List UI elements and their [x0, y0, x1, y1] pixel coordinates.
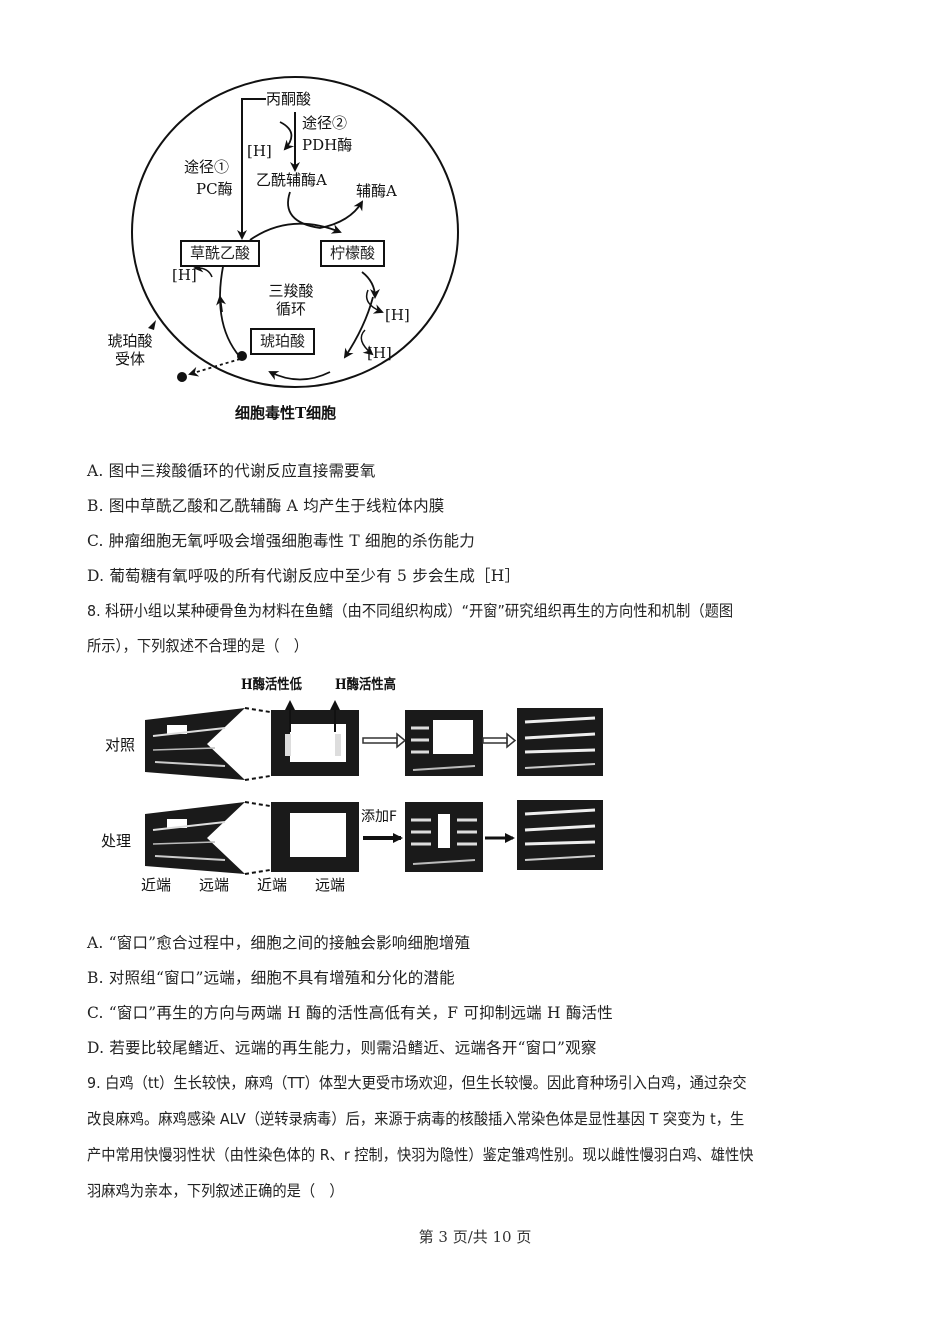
q8-option-d: D. 若要比较尾鳍近、远端的再生能力，则需沿鳍近、远端各开“窗口”观察: [87, 1039, 597, 1057]
q9-stem-line3: 产中常用快慢羽性状（由性染色体的 R、r 控制，快羽为隐性）鉴定雏鸡性别。现以雌…: [87, 1146, 754, 1164]
pyruvate-label: 丙酮酸: [266, 90, 312, 108]
h-enzyme-high-label: H酶活性高: [335, 677, 396, 693]
tca-line2: 循环: [275, 300, 306, 318]
tca-cycle-label: 三羧酸 循环: [263, 284, 319, 317]
pdh-enzyme-label: PDH酶: [302, 136, 353, 154]
q8-stem-line2: 所示），下列叙述不合理的是（ ）: [87, 637, 309, 655]
h-label-top: [H]: [247, 142, 272, 160]
fin-window-figure: H酶活性低 H酶活性高 对照 处理 添加F 近端 远端 近端 远端: [95, 672, 625, 902]
tca-line1: 三羧酸: [268, 282, 314, 300]
tca-cycle-diagram: [131, 76, 459, 388]
q8-stem-line1: 8. 科研小组以某种硬骨鱼为材料在鱼鳍（由不同组织构成）“开窗”研究组织再生的方…: [87, 602, 734, 620]
q7-option-a: A. 图中三羧酸循环的代谢反应直接需要氧: [87, 462, 376, 480]
cell-caption: 细胞毒性T细胞: [235, 404, 337, 422]
q7-option-c: C. 肿瘤细胞无氧呼吸会增强细胞毒性 T 细胞的杀伤能力: [87, 532, 475, 550]
axis-label-distal-1: 远端: [199, 876, 230, 894]
axis-label-proximal-2: 近端: [257, 876, 288, 894]
q9-stem-line4: 羽麻鸡为亲本，下列叙述正确的是（ ）: [87, 1182, 344, 1200]
q9-stem-line2: 改良麻鸡。麻鸡感染 ALV（逆转录病毒）后，来源于病毒的核酸插入常染色体是显性基…: [87, 1110, 745, 1128]
h-label-right2: [H]: [367, 344, 392, 362]
add-f-label: 添加F: [361, 809, 398, 825]
treatment-label: 处理: [101, 832, 132, 850]
route2-label: 途径②: [302, 114, 348, 132]
q7-option-d: D. 葡萄糖有氧呼吸的所有代谢反应中至少有 5 步会生成［H］: [87, 567, 521, 585]
h-enzyme-low-label: H酶活性低: [241, 677, 302, 693]
control-label: 对照: [105, 736, 136, 754]
receptor-line1: 琥珀酸: [107, 332, 153, 350]
h-label-left: [H]: [172, 266, 197, 284]
oxaloacetate-box: 草酰乙酸: [180, 240, 261, 267]
citrate-box: 柠檬酸: [320, 240, 386, 267]
q8-option-a: A. “窗口”愈合过程中，细胞之间的接触会影响细胞增殖: [87, 934, 471, 952]
acetyl-coa-label: 乙酰辅酶A: [256, 171, 327, 189]
fin-window-diagram: [145, 700, 603, 875]
succinate-receptor-label: 琥珀酸 受体: [100, 334, 160, 367]
receptor-line2: 受体: [114, 350, 145, 368]
coa-label: 辅酶A: [356, 182, 397, 200]
page-number: 第 3 页/共 10 页: [418, 1228, 532, 1246]
q8-option-b: B. 对照组“窗口”远端，细胞不具有增殖和分化的潜能: [87, 969, 455, 987]
pc-enzyme-label: PC酶: [196, 180, 233, 198]
route1-label: 途径①: [184, 158, 230, 176]
q7-option-b: B. 图中草酰乙酸和乙酰辅酶 A 均产生于线粒体内膜: [87, 497, 445, 515]
q8-option-c: C. “窗口”再生的方向与两端 H 酶的活性高低有关，F 可抑制远端 H 酶活性: [87, 1004, 613, 1022]
q9-stem-line1: 9. 白鸡（tt）生长较快，麻鸡（TT）体型大更受市场欢迎，但生长较慢。因此育种…: [87, 1074, 747, 1092]
tca-cycle-figure: 丙酮酸 途径② PDH酶 [H] 途径① PC酶 乙酰辅酶A 辅酶A 草酰乙酸 …: [90, 72, 480, 432]
axis-label-distal-2: 远端: [315, 876, 346, 894]
h-label-right1: [H]: [385, 306, 410, 324]
succinate-box: 琥珀酸: [250, 328, 316, 355]
axis-label-proximal-1: 近端: [141, 876, 172, 894]
